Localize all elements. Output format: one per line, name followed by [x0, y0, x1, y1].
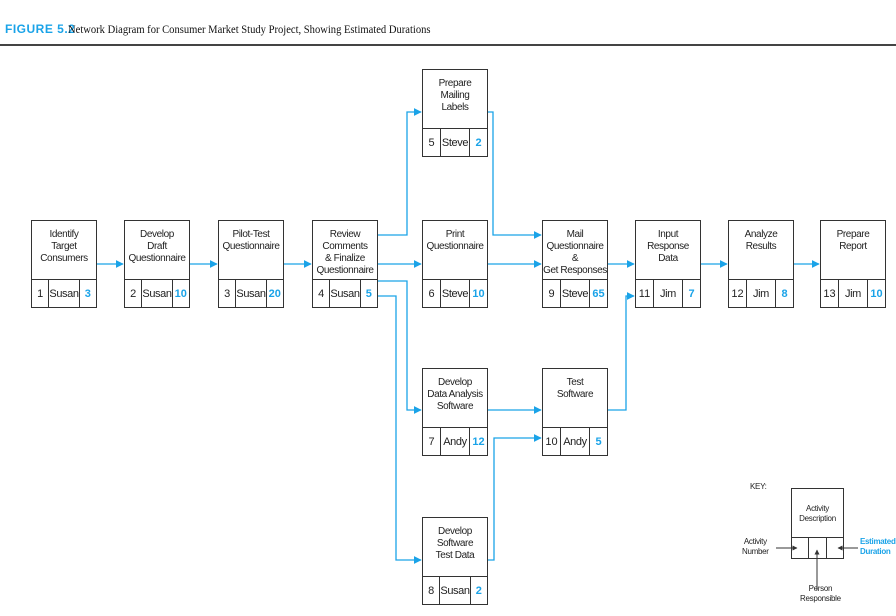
activity-description: Review Comments & Finalize Questionnaire: [316, 229, 374, 276]
key-estimated-duration: Estimated Duration: [860, 537, 896, 556]
activity-node-11: Input Response Data 11 Jim 7: [635, 220, 701, 308]
activity-duration: 12: [472, 435, 485, 448]
activity-description: Test Software: [556, 377, 594, 400]
activity-description: Input Response Data: [647, 229, 689, 264]
activity-number: 9: [543, 280, 561, 307]
arrow-4-to-8: [378, 295, 422, 564]
activity-node-2: Develop Draft Questionnaire 2 Susan 10: [124, 220, 190, 308]
activity-person: Andy: [561, 428, 590, 455]
activity-duration: 7: [688, 287, 695, 300]
activity-person: Susan: [142, 280, 173, 307]
activity-person: Jim: [654, 280, 683, 307]
activity-duration: 10: [870, 287, 883, 300]
activity-duration: 5: [595, 435, 602, 448]
arrow-8-to-10: [488, 434, 542, 561]
activity-node-8: Develop Software Test Data 8 Susan 2: [422, 517, 488, 605]
activity-duration: 2: [475, 136, 482, 149]
activity-description: Identify Target Consumers: [40, 229, 88, 264]
arrow-10-to-11: [608, 292, 635, 411]
activity-person: Susan: [330, 280, 361, 307]
activity-duration: 3: [84, 287, 91, 300]
activity-duration: 5: [365, 287, 372, 300]
activity-duration: 10: [174, 287, 187, 300]
activity-node-5: Prepare Mailing Labels 5 Steve 2: [422, 69, 488, 157]
activity-node-13: Prepare Report 13 Jim 10: [820, 220, 886, 308]
arrow-5-to-9: [488, 111, 542, 239]
activity-person: Susan: [236, 280, 267, 307]
activity-person: Susan: [49, 280, 80, 307]
activity-description: Develop Draft Questionnaire: [128, 229, 186, 264]
activity-description: Develop Software Test Data: [435, 526, 475, 561]
activity-person: Steve: [441, 129, 470, 156]
activity-number: 8: [423, 577, 441, 604]
activity-number: 5: [423, 129, 441, 156]
activity-person: Steve: [441, 280, 470, 307]
activity-node-3: Pilot-Test Questionnaire 3 Susan 20: [218, 220, 284, 308]
activity-node-7: Develop Data Analysis Software 7 Andy 12: [422, 368, 488, 456]
title-divider: [0, 44, 896, 46]
activity-person: Andy: [441, 428, 470, 455]
activity-node-12: Analyze Results 12 Jim 8: [728, 220, 794, 308]
activity-duration: 2: [475, 584, 482, 597]
arrow-4-to-7: [378, 280, 422, 414]
activity-description: Prepare Mailing Labels: [438, 78, 472, 113]
activity-description: Print Questionnaire: [426, 229, 484, 252]
activity-description: Analyze Results: [744, 229, 778, 252]
activity-person: Jim: [747, 280, 776, 307]
activity-number: 4: [313, 280, 331, 307]
activity-number: 11: [636, 280, 654, 307]
activity-duration: 65: [592, 287, 605, 300]
activity-node-9: Mail Questionnaire & Get Responses 9 Ste…: [542, 220, 608, 308]
activity-duration: 8: [781, 287, 788, 300]
key-label: KEY:: [750, 482, 767, 491]
activity-number: 3: [219, 280, 237, 307]
activity-description: Develop Data Analysis Software: [427, 377, 483, 412]
activity-person: Steve: [561, 280, 590, 307]
activity-number: 1: [32, 280, 50, 307]
activity-node-1: Identify Target Consumers 1 Susan 3: [31, 220, 97, 308]
figure-label: FIGURE 5.2: [5, 22, 76, 36]
activity-description: Prepare Report: [836, 229, 870, 252]
key-box: Activity Description: [791, 488, 844, 559]
activity-description: Pilot-Test Questionnaire: [222, 229, 280, 252]
activity-node-6: Print Questionnaire 6 Steve 10: [422, 220, 488, 308]
activity-duration: 10: [472, 287, 485, 300]
activity-node-4: Review Comments & Finalize Questionnaire…: [312, 220, 378, 308]
activity-duration: 20: [268, 287, 281, 300]
activity-number: 12: [729, 280, 747, 307]
key-description: Activity Description: [799, 504, 836, 523]
activity-number: 7: [423, 428, 441, 455]
activity-number: 6: [423, 280, 441, 307]
figure-title: Network Diagram for Consumer Market Stud…: [68, 22, 431, 36]
activity-number: 13: [821, 280, 839, 307]
arrow-4-to-5: [378, 108, 422, 236]
activity-node-10: Test Software 10 Andy 5: [542, 368, 608, 456]
activity-number: 10: [543, 428, 561, 455]
activity-description: Mail Questionnaire & Get Responses: [543, 229, 607, 276]
activity-person: Susan: [440, 577, 471, 604]
activity-person: Jim: [839, 280, 868, 307]
activity-number: 2: [125, 280, 143, 307]
key-person-responsible: Person Responsible: [800, 584, 841, 603]
key-activity-number: Activity Number: [742, 537, 769, 556]
